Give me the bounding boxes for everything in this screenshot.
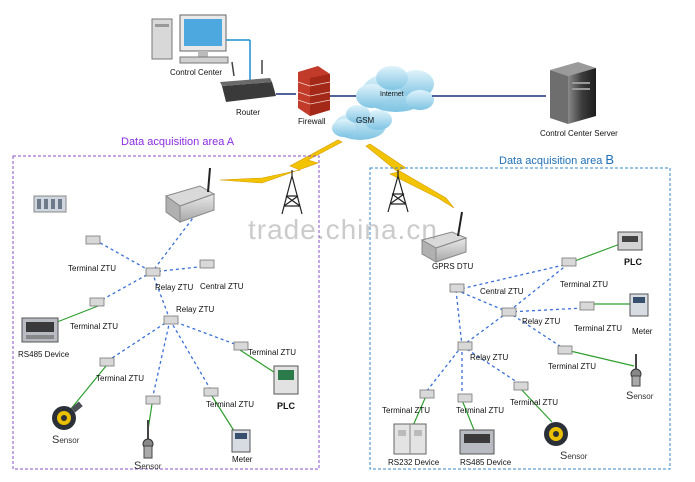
area-a-rs485-label: RS485 Device — [18, 350, 70, 359]
area-a-rs485-device-icon — [21, 317, 59, 343]
area-a-plc-label: PLC — [277, 401, 295, 411]
area-a-wireless-links — [94, 213, 241, 401]
area-b-gprs-dtu-label: GPRS DTU — [432, 262, 474, 271]
internet-label: Internet — [380, 91, 404, 98]
area-b-rs485-label: RS485 Device — [460, 458, 512, 467]
area-b-sensor-1-icon — [630, 354, 642, 387]
area-a-meter-label: Meter — [232, 455, 253, 464]
area-a-sensor-2-rest: ensor — [141, 462, 162, 471]
router-label: Router — [236, 108, 261, 117]
watermark: trade.china.cn — [248, 214, 438, 245]
area-a-ztu-nodes — [85, 235, 249, 405]
area-b-sensor-2-icon — [544, 422, 568, 446]
area-b-ztu-nodes — [419, 257, 595, 403]
area-b-meter-label: Meter — [632, 327, 653, 336]
area-a-relay-ztu-1-label: Relay ZTU — [155, 283, 194, 292]
area-a-terminal-ztu-4-label: Terminal ZTU — [96, 374, 145, 383]
area-a-title: Data acquisition area A — [121, 136, 235, 148]
area-a-sensor-1-rest: ensor — [59, 436, 80, 445]
area-b-terminal-ztu-4-label: Terminal ZTU — [382, 406, 431, 415]
area-b-sensor-2-cap: S — [560, 450, 568, 462]
area-b-central-ztu-label: Central ZTU — [480, 287, 524, 296]
area-a-central-ztu-label: Central ZTU — [200, 282, 244, 291]
area-b-terminal-ztu-3-label: Terminal ZTU — [548, 362, 597, 371]
area-b-terminal-ztu-1-label: Terminal ZTU — [560, 280, 609, 289]
area-b-rs485-device-icon — [459, 429, 495, 455]
control-center-computer — [151, 14, 229, 64]
router-icon — [220, 60, 276, 102]
internet-cloud-icon — [356, 66, 434, 112]
area-b-frame — [369, 167, 671, 470]
area-b-meter-icon — [629, 293, 649, 317]
area-b-terminal-ztu-2-label: Terminal ZTU — [574, 324, 623, 333]
area-a-sensor-2-label: Sensor — [134, 460, 161, 472]
area-b-rs232-label: RS232 Device — [388, 458, 440, 467]
area-b-title-letter: B — [605, 152, 615, 167]
area-b-sensor-1-rest: ensor — [633, 392, 654, 401]
area-a-frame — [12, 155, 320, 470]
area-b-title-prefix: Data acquisition area — [499, 155, 606, 167]
area-a-terminal-ztu-2-label: Terminal ZTU — [70, 322, 119, 331]
gsm-cloud-icon — [332, 105, 392, 140]
area-a-cell-tower-icon — [281, 170, 303, 215]
area-b-terminal-ztu-5-label: Terminal ZTU — [456, 406, 505, 415]
area-a-terminal-ztu-5-label: Terminal ZTU — [206, 400, 255, 409]
firewall-label: Firewall — [298, 117, 326, 126]
area-b-rs232-device-icon — [393, 423, 427, 455]
area-b-cell-tower-icon — [387, 170, 409, 213]
area-b-relay-ztu-1-label: Relay ZTU — [522, 317, 561, 326]
area-b-wired-links — [411, 243, 635, 431]
area-a-plc-icon — [273, 365, 299, 395]
area-a-sensor-1-label: Sensor — [52, 434, 79, 446]
area-b-title: Data acquisition area B — [499, 152, 614, 167]
lightning-bolt-area-b — [365, 143, 455, 209]
area-b-relay-ztu-2-label: Relay ZTU — [470, 353, 509, 362]
lightning-bolt-area-a — [219, 139, 343, 184]
area-b-sensor-1-cap: S — [626, 390, 634, 402]
area-b-wireless-links — [425, 263, 585, 396]
area-a-sensor-2-cap: S — [134, 460, 142, 472]
area-b-gprs-dtu-icon — [420, 211, 468, 263]
area-a-data-concentrator-icon — [33, 195, 67, 213]
area-a-terminal-ztu-3-label: Terminal ZTU — [248, 348, 297, 357]
control-center-server-label: Control Center Server — [540, 129, 618, 138]
area-a-meter-icon — [231, 429, 251, 453]
area-b-terminal-ztu-6-label: Terminal ZTU — [510, 398, 559, 407]
control-center-server-icon — [550, 62, 596, 124]
area-a-sensor-1-icon — [52, 401, 83, 430]
area-a-wired-links — [51, 305, 281, 435]
area-b-plc-label: PLC — [624, 257, 642, 267]
firewall-icon — [297, 66, 331, 116]
area-b-sensor-1-label: Sensor — [626, 390, 653, 402]
area-a-dtu-modem-icon — [164, 167, 216, 223]
control-center-label: Control Center — [170, 68, 223, 77]
area-b-sensor-2-rest: ensor — [567, 452, 588, 461]
area-a-sensor-1-cap: S — [52, 434, 60, 446]
area-a-sensor-2-icon — [142, 420, 154, 459]
area-a-relay-ztu-2-label: Relay ZTU — [176, 305, 215, 314]
area-a-terminal-ztu-1-label: Terminal ZTU — [68, 264, 117, 273]
gsm-label: GSM — [356, 116, 375, 125]
area-b-sensor-2-label: Sensor — [560, 450, 587, 462]
area-b-plc-icon — [617, 231, 643, 251]
